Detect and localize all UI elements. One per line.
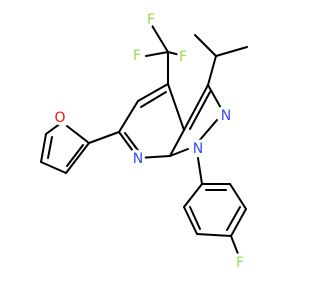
bond-layer xyxy=(40,23,248,260)
bond-fc2-o1 xyxy=(66,125,90,144)
bond-c3a-c3 xyxy=(183,84,209,131)
bond-ar2-ar3-double xyxy=(189,206,201,230)
bond-fc3-fc2-double xyxy=(66,144,84,167)
bond-c3-n2 xyxy=(207,84,223,111)
bond-n1-aryl xyxy=(197,157,203,185)
bond-n2-n1 xyxy=(198,119,218,142)
atom-f2-label: F xyxy=(133,48,141,64)
bond-ar4-f xyxy=(230,235,241,260)
bond-fc5-fc4 xyxy=(40,133,47,163)
molecule-canvas: F F F O N N N F xyxy=(40,9,248,274)
bond-c4-c5-double xyxy=(140,91,167,108)
bond-ar4-ar5-double xyxy=(226,206,241,231)
atom-f4-label: F xyxy=(236,255,244,271)
bond-ar3-ar4 xyxy=(196,233,232,237)
bond-ipr-me2 xyxy=(215,46,248,57)
atom-n2-label: N xyxy=(221,108,231,124)
bond-fc4-fc3 xyxy=(40,161,67,174)
atom-f3-label: F xyxy=(179,49,187,65)
bond-ar1-ar2 xyxy=(183,183,203,208)
bond-c5-c6 xyxy=(118,100,139,133)
bond-c4-c5 xyxy=(137,83,169,102)
atom-n1-label: N xyxy=(193,141,203,157)
bond-c3a-c4 xyxy=(167,83,185,131)
bond-c3a-c3-double xyxy=(189,91,211,130)
molecule-structure: F F F O N N N F xyxy=(40,9,248,274)
atom-label-layer: F F F O N N N F xyxy=(51,9,247,274)
bond-cf3-f3 xyxy=(167,51,185,57)
atom-f1-label: F xyxy=(147,12,155,28)
bond-cf3-f1 xyxy=(150,23,169,53)
bond-n7-c7a xyxy=(137,155,171,159)
bond-ar5-ar6 xyxy=(229,183,247,210)
bond-c7a-c3a xyxy=(169,129,185,157)
bond-c6-furan xyxy=(88,131,120,144)
bond-c6-n7-double xyxy=(124,132,141,154)
bond-o1-fc5 xyxy=(45,122,62,135)
atom-o1-label: O xyxy=(54,110,65,126)
bond-c6-n7 xyxy=(118,131,139,159)
bond-fc3-fc2 xyxy=(65,142,90,174)
atom-n7-label: N xyxy=(133,151,143,167)
bond-cf3-f2 xyxy=(145,51,169,57)
bond-ar4-ar5 xyxy=(230,208,247,237)
bond-n1-c7a xyxy=(169,148,189,157)
bond-c3-ipr xyxy=(207,55,217,86)
bond-ipr-me1 xyxy=(194,34,217,57)
bond-fc5-fc4-double xyxy=(47,136,53,159)
bond-ar2-ar3 xyxy=(183,206,198,235)
